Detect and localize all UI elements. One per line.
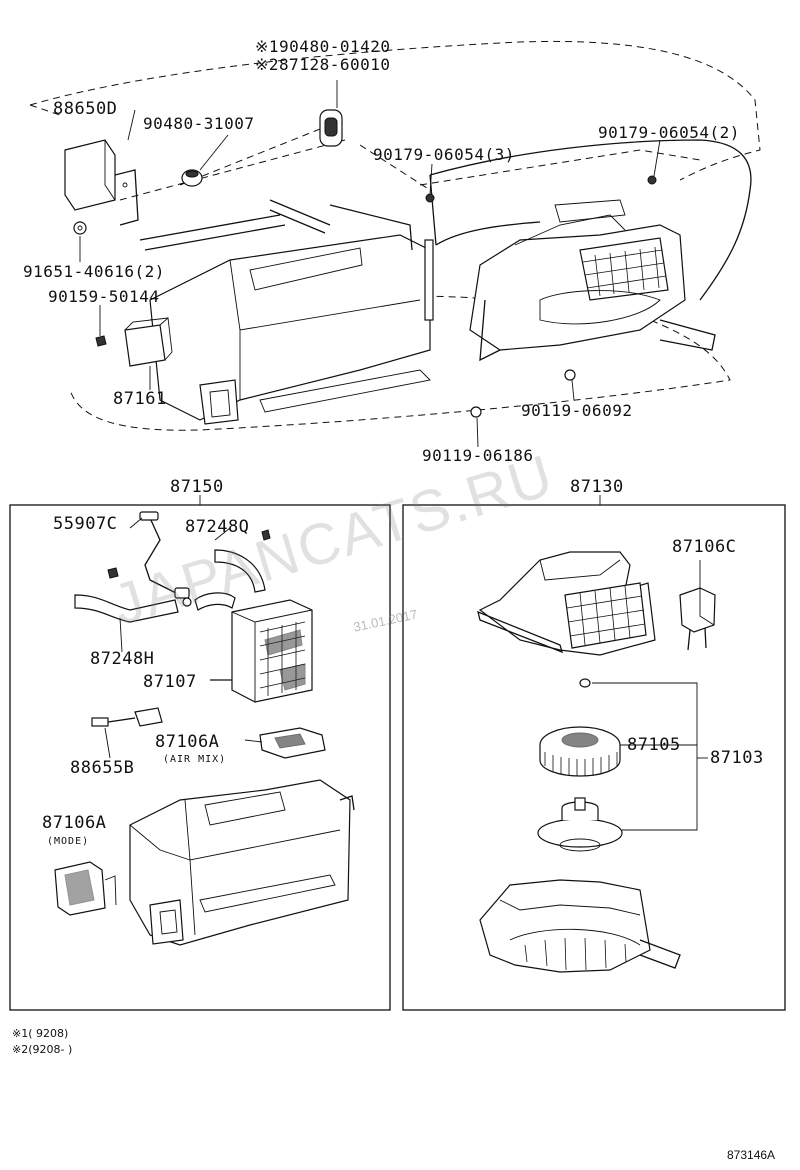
label-87248H: 87248H <box>90 649 155 669</box>
part-87106A-mode <box>54 861 117 916</box>
screw-90119-06186 <box>470 406 482 418</box>
dashboard-outline <box>29 40 761 181</box>
label-87106A-mode: 87106A <box>42 813 107 833</box>
label-87248Q: 87248Q <box>185 517 250 537</box>
box-87130 <box>402 504 786 1011</box>
label-87103: 87103 <box>710 748 764 768</box>
label-90179-06054-3: 90179-06054(3) <box>373 145 515 164</box>
label-90179-06054-2: 90179-06054(2) <box>598 123 740 142</box>
screw-90159 <box>95 335 107 347</box>
catalog-code: 873146A <box>727 1148 776 1162</box>
screw-90119-06092 <box>564 369 576 381</box>
part-87107-heater-core <box>210 599 313 703</box>
part-blower-motor <box>537 797 623 852</box>
label-90480-31007: 90480-31007 <box>143 114 255 133</box>
label-mode: (MODE) <box>47 836 90 847</box>
label-alt-part-2: ※287128-60010 <box>255 55 391 74</box>
label-87150: 87150 <box>170 477 224 497</box>
part-87161 <box>124 317 173 367</box>
label-88655B: 88655B <box>70 758 135 778</box>
label-87106C: 87106C <box>672 537 737 557</box>
note-1: ※1( 9208) <box>12 1027 69 1040</box>
label-90119-06186: 90119-06186 <box>422 446 534 465</box>
note-2: ※2(9208- ) <box>12 1043 73 1056</box>
label-87161: 87161 <box>113 389 167 409</box>
part-87248H <box>74 594 179 623</box>
blower-housing-upper <box>477 551 656 656</box>
part-87248Q <box>214 549 266 593</box>
label-87130: 87130 <box>570 477 624 497</box>
label-88650D: 88650D <box>53 99 118 119</box>
heater-unit-top <box>139 199 434 425</box>
part-87106A-air-mix <box>244 727 326 759</box>
part-90480-01420 <box>319 109 343 147</box>
label-87105: 87105 <box>627 735 681 755</box>
label-90159-50144: 90159-50144 <box>48 287 160 306</box>
clip-91651 <box>73 221 87 235</box>
label-87107: 87107 <box>143 672 197 692</box>
blower-housing-lower <box>479 879 681 973</box>
blower-unit-top <box>469 214 716 362</box>
label-55907C: 55907C <box>53 514 118 534</box>
label-air-mix: (AIR MIX) <box>163 754 227 765</box>
label-90119-06092: 90119-06092 <box>521 401 633 420</box>
part-87105-fan <box>539 726 621 777</box>
nut-90179-2 <box>647 175 657 185</box>
part-55907C <box>144 517 181 596</box>
label-91651-40616: 91651-40616(2) <box>23 262 165 281</box>
screw-blower <box>579 678 591 688</box>
heater-case <box>129 779 355 946</box>
nut-90179-3 <box>425 193 435 203</box>
label-alt-part-1: ※190480-01420 <box>255 37 391 56</box>
label-87106A-air-mix: 87106A <box>155 732 220 752</box>
part-87106C <box>679 560 716 651</box>
part-88655B <box>91 707 163 759</box>
part-88650D <box>64 139 139 226</box>
dashboard-body <box>429 139 752 301</box>
